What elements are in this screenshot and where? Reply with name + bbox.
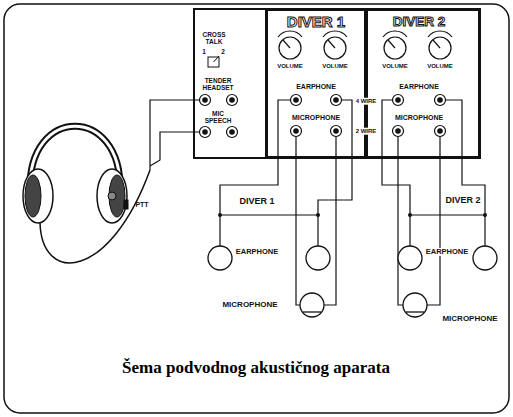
microphone-label: MICROPHONE bbox=[442, 315, 497, 324]
wire-mode-label: 4 WIRE bbox=[354, 98, 379, 105]
wire-mode-label: 2 WIRE bbox=[354, 128, 379, 135]
frame bbox=[4, 4, 509, 413]
switch-position: 2 bbox=[221, 48, 225, 55]
microphone-label: MICROPHONE bbox=[222, 301, 277, 310]
jack-label: EARPHONE bbox=[271, 83, 361, 91]
cross-talk-switch bbox=[208, 56, 219, 67]
knob-label: VOLUME bbox=[277, 63, 303, 70]
caption: Šema podvodnog akustičnog aparata bbox=[122, 358, 390, 378]
diver-label: DIVER 1 bbox=[239, 197, 274, 207]
earphone-label: EARPHONE bbox=[424, 248, 471, 256]
jack-label: MICROPHONE bbox=[369, 114, 469, 122]
earphone-label: EARPHONE bbox=[236, 248, 279, 256]
wires bbox=[150, 100, 485, 305]
control-panel: CROSS TALK TENDER HEADSET MIC SPEECH DIVER … bbox=[193, 8, 481, 159]
panel-title: DIVER 2 bbox=[365, 15, 473, 30]
knob-label: VOLUME bbox=[322, 63, 348, 70]
diver-panel: DIVER 2 EARPHONE MICROPHONE bbox=[365, 8, 481, 159]
jack-label: EARPHONE bbox=[369, 83, 469, 91]
diver-label: DIVER 2 bbox=[443, 196, 482, 206]
jack-label: MICROPHONE bbox=[271, 114, 361, 122]
earphone-symbols bbox=[208, 246, 497, 270]
microphone-symbols bbox=[300, 293, 427, 317]
panel-title: DIVER 1 bbox=[268, 14, 364, 31]
wire-junctions bbox=[218, 213, 487, 217]
jack-label: MIC SPEECH bbox=[198, 110, 238, 124]
switch-position: 1 bbox=[202, 48, 206, 55]
knob-label: VOLUME bbox=[427, 63, 453, 70]
headphones bbox=[23, 126, 150, 263]
knob-label: VOLUME bbox=[382, 63, 408, 70]
jack-label: TENDER HEADSET bbox=[198, 77, 238, 91]
diver-panel: DIVER 1 EARPHONE MICROPHONE bbox=[265, 8, 367, 159]
switch-label: CROSS TALK bbox=[197, 31, 231, 45]
ptt-label: PTT bbox=[135, 201, 148, 209]
